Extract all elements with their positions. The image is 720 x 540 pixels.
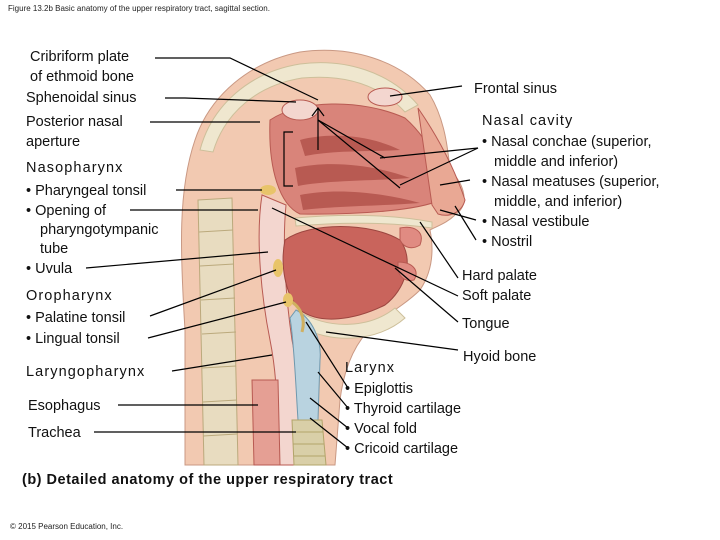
sphenoidal-sinus-shape bbox=[281, 99, 319, 121]
pharyngeal-tonsil-shape bbox=[260, 185, 276, 195]
leader-lines bbox=[85, 57, 479, 449]
larynx-item-epiglottis: • Epiglottis bbox=[345, 381, 413, 397]
heading-laryngopharynx: Laryngopharynx bbox=[26, 364, 146, 380]
naso-item-pharyngeal-tonsil: • Pharyngeal tonsil bbox=[26, 183, 147, 199]
nasal-item-vestibule: • Nasal vestibule bbox=[482, 214, 590, 230]
nasal-item-conchae: • Nasal conchae (superior, bbox=[482, 134, 652, 150]
nasal-arrows bbox=[311, 107, 401, 189]
frontal-sinus-shape bbox=[367, 87, 403, 107]
heading-larynx: Larynx bbox=[345, 360, 396, 376]
naso-item-uvula: • Uvula bbox=[26, 261, 73, 277]
label-tongue: Tongue bbox=[462, 316, 510, 332]
nasal-item-nostril: • Nostril bbox=[482, 234, 533, 250]
figure-caption: (b) Detailed anatomy of the upper respir… bbox=[22, 472, 394, 488]
label-soft-palate: Soft palate bbox=[462, 288, 532, 304]
label-cribriform-plate-1: Cribriform plate bbox=[30, 49, 130, 65]
nose-shape bbox=[417, 107, 466, 216]
nasal-conchae-shape bbox=[295, 135, 420, 210]
oro-item-palatine-tonsil: • Palatine tonsil bbox=[26, 310, 126, 326]
naso-item-tube: tube bbox=[40, 241, 69, 257]
lingual-tonsil-shape bbox=[283, 293, 293, 307]
naso-item-pharyngotympanic: pharyngotympanic bbox=[40, 222, 159, 238]
copyright-notice: © 2015 Pearson Education, Inc. bbox=[10, 522, 124, 531]
mandible-shape bbox=[297, 307, 406, 339]
tracheal-rings bbox=[293, 431, 325, 457]
label-posterior-nasal-2: aperture bbox=[26, 134, 81, 150]
esophagus-shape bbox=[251, 379, 281, 466]
heading-nasopharynx: Nasopharynx bbox=[26, 160, 124, 176]
label-trachea: Trachea bbox=[28, 425, 81, 441]
skull-bone bbox=[199, 62, 419, 153]
label-hyoid-bone: Hyoid bone bbox=[463, 349, 537, 365]
larynx-item-thyroid-cartilage: • Thyroid cartilage bbox=[345, 401, 462, 417]
larynx-item-vocal-fold: • Vocal fold bbox=[345, 421, 417, 437]
heading-nasal-cavity: Nasal cavity bbox=[482, 113, 574, 129]
heading-oropharynx: Oropharynx bbox=[26, 288, 113, 304]
lips-shape bbox=[397, 226, 422, 281]
label-cribriform-plate-2: of ethmoid bone bbox=[30, 69, 134, 85]
palatine-tonsil-shape bbox=[273, 259, 283, 277]
cervical-spine bbox=[197, 197, 239, 466]
nasal-item-meatuses-cont: middle, and inferior) bbox=[494, 194, 623, 210]
larynx-item-cricoid-cartilage: • Cricoid cartilage bbox=[345, 441, 459, 457]
nasal-item-meatuses: • Nasal meatuses (superior, bbox=[482, 174, 660, 190]
naso-item-opening-of: • Opening of bbox=[26, 203, 107, 219]
nasopharynx-bracket bbox=[283, 131, 293, 187]
label-posterior-nasal-1: Posterior nasal bbox=[26, 114, 123, 130]
label-sphenoidal-sinus: Sphenoidal sinus bbox=[26, 90, 137, 106]
label-frontal-sinus: Frontal sinus bbox=[474, 81, 558, 97]
figure-header: Figure 13.2b Basic anatomy of the upper … bbox=[8, 4, 270, 13]
oro-item-lingual-tonsil: • Lingual tonsil bbox=[26, 331, 120, 347]
label-hard-palate: Hard palate bbox=[462, 268, 537, 284]
nasal-item-conchae-cont: middle and inferior) bbox=[494, 154, 619, 170]
hard-palate-shape bbox=[294, 214, 433, 229]
label-esophagus: Esophagus bbox=[28, 398, 101, 414]
vertebrae-lines bbox=[198, 229, 238, 437]
